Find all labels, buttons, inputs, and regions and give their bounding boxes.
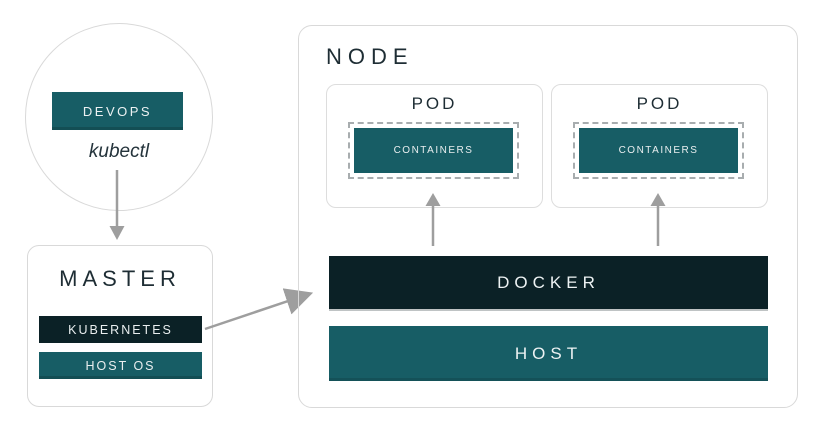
pod-title: POD (636, 94, 683, 113)
host-os-layer-bar: HOST OS (39, 352, 202, 379)
master-box: MASTER KUBERNETES HOST OS (27, 245, 213, 407)
arrow-up-icon (425, 193, 441, 246)
kubectl-caption: kubectl (88, 141, 150, 162)
containers-label: CONTAINERS (393, 145, 474, 156)
pod-title: POD (411, 94, 458, 113)
kubernetes-label: KUBERNETES (68, 322, 173, 337)
host-label: HOST (514, 343, 583, 363)
containers-dashed-border: CONTAINERS (348, 122, 519, 179)
containers-dashed-border: CONTAINERS (573, 122, 744, 179)
node-box: NODE POD CONTAINERS POD CONTAINERS DOCKE… (298, 25, 798, 408)
containers-label: CONTAINERS (618, 145, 699, 156)
pod-box-2: POD CONTAINERS (551, 84, 768, 208)
devops-circle (25, 23, 213, 211)
devops-label: DEVOPS (82, 103, 153, 119)
devops-box: DEVOPS (52, 92, 183, 130)
arrow-up-right-icon (204, 288, 314, 331)
master-title: MASTER (59, 266, 181, 291)
kubernetes-layer-bar: KUBERNETES (39, 316, 202, 343)
pod-box-1: POD CONTAINERS (326, 84, 543, 208)
docker-layer-bar: DOCKER (329, 256, 768, 311)
arrow-down-icon (109, 170, 125, 240)
host-os-label: HOST OS (85, 358, 156, 373)
node-title: NODE (326, 44, 414, 69)
host-layer-bar: HOST (329, 326, 768, 381)
containers-box: CONTAINERS (579, 128, 738, 173)
containers-box: CONTAINERS (354, 128, 513, 173)
arrow-up-icon (650, 193, 666, 246)
docker-label: DOCKER (497, 272, 600, 292)
